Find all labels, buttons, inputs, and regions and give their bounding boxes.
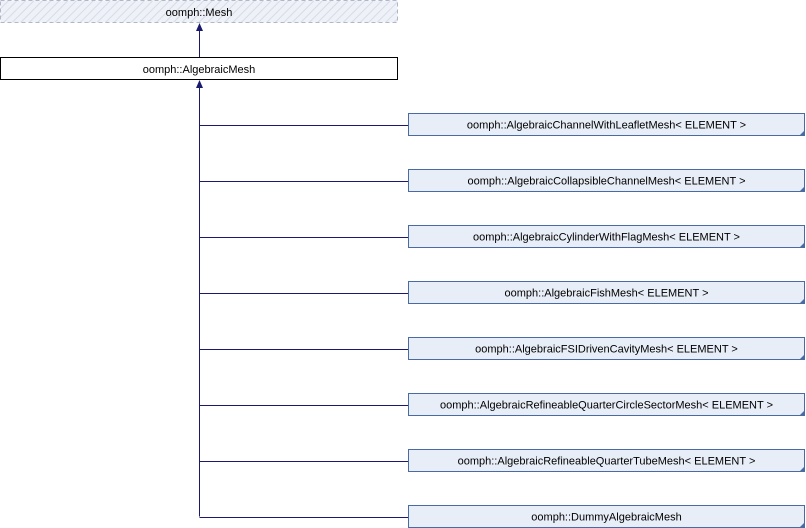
derived-class-label: oomph::AlgebraicRefineableQuarterCircleS… [440, 400, 773, 412]
corner-marker-icon [799, 410, 805, 416]
derived-class-node[interactable]: oomph::AlgebraicRefineableQuarterTubeMes… [199, 449, 805, 472]
corner-marker-icon [799, 522, 805, 528]
derived-class-node[interactable]: oomph::DummyAlgebraicMesh [199, 505, 805, 528]
derived-class-node[interactable]: oomph::AlgebraicFSIDrivenCavityMesh< ELE… [199, 337, 805, 360]
current-class-box [0, 57, 398, 80]
derived-class-box [408, 225, 805, 248]
inheritance-trunk [196, 80, 203, 517]
derived-class-box [408, 393, 805, 416]
derived-class-label: oomph::AlgebraicChannelWithLeafletMesh< … [467, 120, 746, 132]
derived-class-box [408, 337, 805, 360]
corner-marker-icon [799, 186, 805, 192]
corner-marker-icon [799, 354, 805, 360]
base-class-label: oomph::Mesh [166, 7, 233, 19]
derived-classes: oomph::AlgebraicChannelWithLeafletMesh< … [199, 113, 805, 528]
derived-class-node[interactable]: oomph::AlgebraicRefineableQuarterCircleS… [199, 393, 805, 416]
inheritance-arrow-to-base [196, 23, 203, 57]
derived-class-box [408, 281, 805, 304]
derived-class-label: oomph::AlgebraicFishMesh< ELEMENT > [505, 288, 709, 300]
derived-class-node[interactable]: oomph::AlgebraicFishMesh< ELEMENT > [199, 281, 805, 304]
corner-marker-icon [799, 130, 805, 136]
derived-class-node[interactable]: oomph::AlgebraicChannelWithLeafletMesh< … [199, 113, 805, 136]
derived-class-label: oomph::DummyAlgebraicMesh [531, 512, 681, 524]
arrowhead-icon [196, 23, 203, 31]
current-class-node: oomph::AlgebraicMesh [0, 57, 398, 80]
derived-class-box [408, 449, 805, 472]
derived-class-label: oomph::AlgebraicFSIDrivenCavityMesh< ELE… [475, 344, 738, 356]
base-class-box [0, 0, 398, 23]
base-class-node[interactable]: oomph::Mesh [0, 0, 398, 23]
derived-class-label: oomph::AlgebraicRefineableQuarterTubeMes… [458, 456, 756, 468]
derived-class-box [408, 169, 805, 192]
derived-class-label: oomph::AlgebraicCollapsibleChannelMesh< … [467, 176, 745, 188]
current-class-label: oomph::AlgebraicMesh [143, 64, 256, 76]
corner-marker-icon [799, 298, 805, 304]
derived-class-node[interactable]: oomph::AlgebraicCollapsibleChannelMesh< … [199, 169, 805, 192]
derived-class-node[interactable]: oomph::AlgebraicCylinderWithFlagMesh< EL… [199, 225, 805, 248]
derived-class-box [408, 113, 805, 136]
corner-marker-icon [799, 466, 805, 472]
corner-marker-icon [799, 242, 805, 248]
derived-class-label: oomph::AlgebraicCylinderWithFlagMesh< EL… [473, 232, 740, 244]
arrowhead-icon [196, 80, 203, 88]
